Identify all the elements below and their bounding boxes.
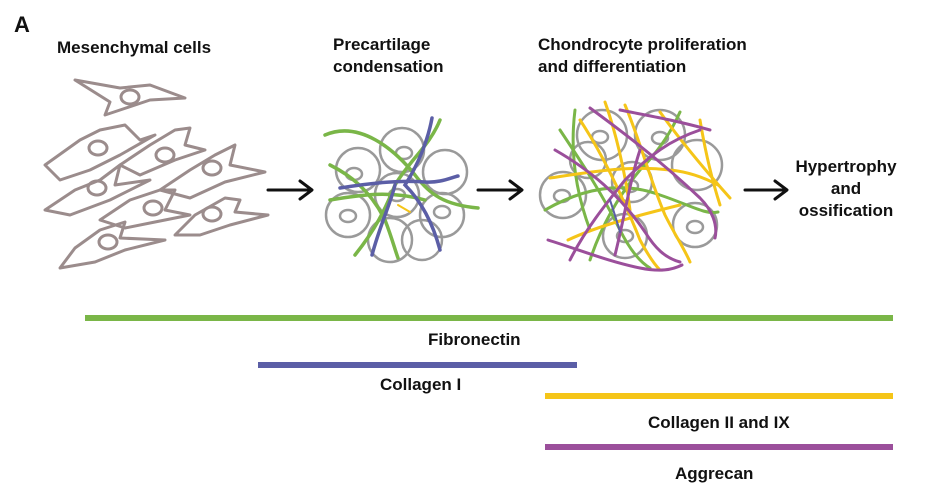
- chondrocyte: [670, 138, 724, 192]
- aggrecan-fibers: [546, 106, 718, 272]
- mesenchymal-cell: [118, 126, 207, 177]
- condensed-cell: [400, 218, 444, 262]
- collagen-ii-ix-fibers: [548, 100, 732, 272]
- condensed-cell: [421, 148, 469, 196]
- stage-label-line: and differentiation: [538, 57, 687, 76]
- stage-label-line: ossification: [798, 201, 894, 220]
- stage-label-mesenchymal: Mesenchymal cells: [57, 38, 212, 57]
- arrow-right-icon: [743, 179, 789, 201]
- stage-label-line: Chondrocyte proliferation: [538, 35, 747, 54]
- mesenchymal-cells-group: [43, 78, 270, 270]
- precartilage-cluster: [323, 116, 480, 264]
- stage-label-line: and: [830, 179, 862, 198]
- mesenchymal-cell: [98, 188, 192, 230]
- chondrocyte: [671, 201, 719, 249]
- mesenchymal-cell: [43, 163, 152, 217]
- panel-label: A: [14, 12, 30, 37]
- stage-label-hypertrophy: Hypertrophy and ossification: [781, 156, 911, 222]
- mesenchymal-cell: [73, 78, 187, 117]
- aggrecan-label: Aggrecan: [675, 464, 754, 483]
- chondrocyte-cluster: [538, 100, 732, 272]
- mesenchymal-cell: [43, 123, 157, 182]
- arrow-right-icon: [266, 179, 314, 201]
- stage-label-precartilage: Precartilage condensation: [333, 34, 444, 78]
- stage-label-line: Hypertrophy: [795, 157, 897, 176]
- collagen-i-label: Collagen I: [380, 375, 462, 394]
- stage-label-chondrocyte: Chondrocyte proliferation and differenti…: [538, 34, 747, 78]
- fibronectin-label: Fibronectin: [428, 330, 521, 349]
- arrow-right-icon: [476, 179, 524, 201]
- stage-label-line: condensation: [333, 57, 444, 76]
- mesenchymal-cell: [158, 143, 267, 200]
- collagen-ii-ix-label: Collagen II and IX: [648, 413, 790, 432]
- condensed-cell: [324, 191, 372, 239]
- collagen-i-fibers: [338, 116, 460, 257]
- mesenchymal-cell: [58, 220, 167, 270]
- chondrocyte: [538, 170, 588, 220]
- stage-label-line: Precartilage: [333, 35, 431, 54]
- mesenchymal-cell: [173, 196, 270, 237]
